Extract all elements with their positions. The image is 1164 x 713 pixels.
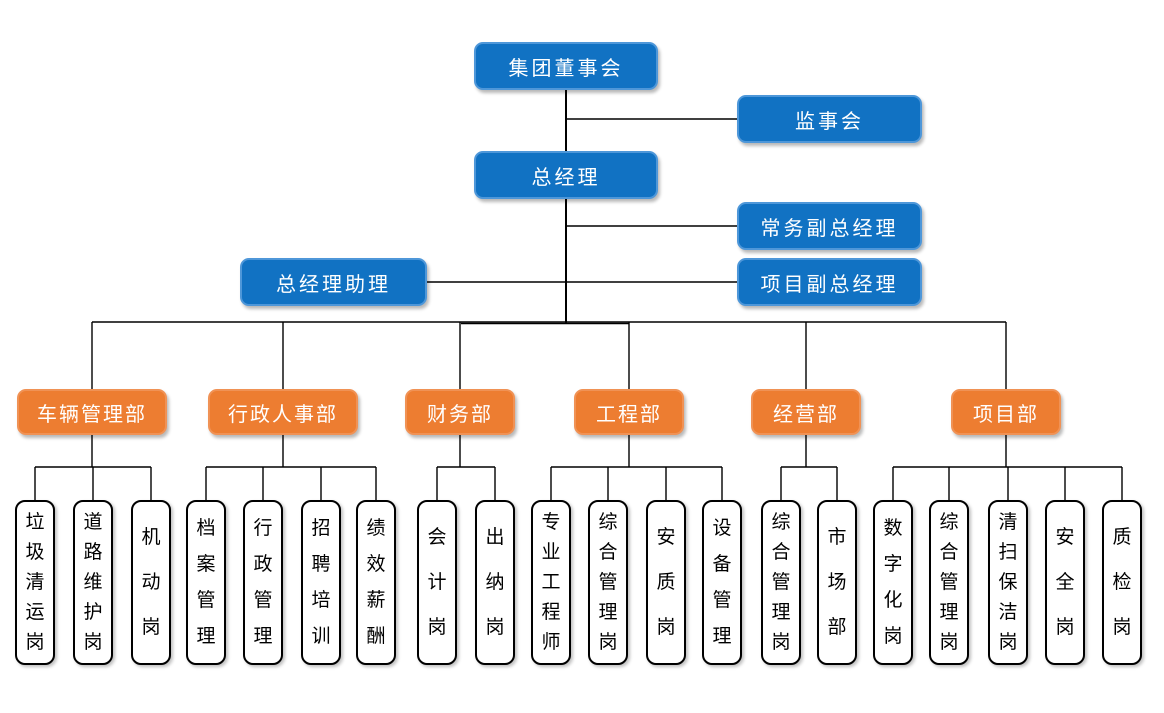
node-project-deputy-gm-label: 项目副总经理	[760, 273, 899, 296]
dept-vehicle-management: 车辆管理部	[17, 389, 167, 435]
dept-admin-hr-label: 行政人事部	[228, 403, 338, 426]
dept-business: 经营部	[751, 389, 861, 435]
position-box: 垃圾清运岗	[15, 500, 55, 665]
dept-vehicle-management-label: 车辆管理部	[37, 403, 147, 426]
position-box: 会计岗	[417, 500, 457, 665]
position-label: 档案管理	[196, 518, 216, 647]
position-box: 档案管理	[186, 500, 226, 665]
node-project-deputy-gm: 项目副总经理	[737, 258, 922, 306]
position-box: 质检岗	[1102, 500, 1142, 665]
position-label: 会计岗	[427, 527, 447, 638]
dept-engineering-label: 工程部	[596, 403, 662, 426]
position-label: 专业工程师	[541, 512, 561, 653]
position-box: 安质岗	[646, 500, 686, 665]
position-label: 道路维护岗	[83, 512, 103, 653]
position-box: 出纳岗	[475, 500, 515, 665]
position-box: 机动岗	[131, 500, 171, 665]
dept-admin-hr: 行政人事部	[208, 389, 358, 435]
node-gm-assistant: 总经理助理	[240, 258, 427, 306]
dept-project-label: 项目部	[973, 403, 1039, 426]
position-box: 综合管理岗	[761, 500, 801, 665]
dept-finance: 财务部	[405, 389, 515, 435]
position-box: 市场部	[817, 500, 857, 665]
node-gm-assistant-label: 总经理助理	[276, 273, 391, 296]
position-label: 行政管理	[253, 518, 273, 647]
position-box: 综合管理岗	[929, 500, 969, 665]
position-label: 设备管理	[712, 518, 732, 647]
dept-finance-label: 财务部	[427, 403, 493, 426]
position-box: 安全岗	[1045, 500, 1085, 665]
position-box: 招聘培训	[301, 500, 341, 665]
position-box: 行政管理	[243, 500, 283, 665]
position-label: 机动岗	[141, 527, 161, 638]
connector-group	[34, 90, 1123, 500]
position-label: 质检岗	[1112, 527, 1132, 638]
node-supervisory-board-label: 监事会	[795, 110, 864, 133]
position-label: 绩效薪酬	[366, 518, 386, 647]
position-box: 绩效薪酬	[356, 500, 396, 665]
dept-project: 项目部	[951, 389, 1061, 435]
node-general-manager-label: 总经理	[531, 166, 601, 189]
position-label: 综合管理岗	[598, 512, 618, 653]
node-supervisory-board: 监事会	[737, 95, 922, 143]
position-label: 安全岗	[1055, 527, 1075, 638]
position-box: 专业工程师	[531, 500, 571, 665]
node-board-label: 集团董事会	[508, 57, 624, 80]
position-label: 综合管理岗	[939, 512, 959, 653]
position-label: 市场部	[827, 527, 847, 638]
node-executive-deputy-gm: 常务副总经理	[737, 202, 922, 250]
dept-engineering: 工程部	[574, 389, 684, 435]
position-label: 招聘培训	[311, 518, 331, 647]
position-label: 清扫保洁岗	[998, 512, 1018, 653]
position-label: 出纳岗	[485, 527, 505, 638]
position-box: 数字化岗	[873, 500, 913, 665]
dept-business-label: 经营部	[773, 403, 839, 426]
node-executive-deputy-gm-label: 常务副总经理	[760, 217, 899, 240]
position-box: 设备管理	[702, 500, 742, 665]
position-label: 垃圾清运岗	[25, 512, 45, 653]
position-box: 综合管理岗	[588, 500, 628, 665]
position-label: 安质岗	[656, 527, 676, 638]
node-general-manager: 总经理	[474, 151, 658, 199]
position-label: 数字化岗	[883, 518, 903, 647]
position-box: 道路维护岗	[73, 500, 113, 665]
position-box: 清扫保洁岗	[988, 500, 1028, 665]
node-board: 集团董事会	[474, 42, 658, 90]
position-label: 综合管理岗	[771, 512, 791, 653]
